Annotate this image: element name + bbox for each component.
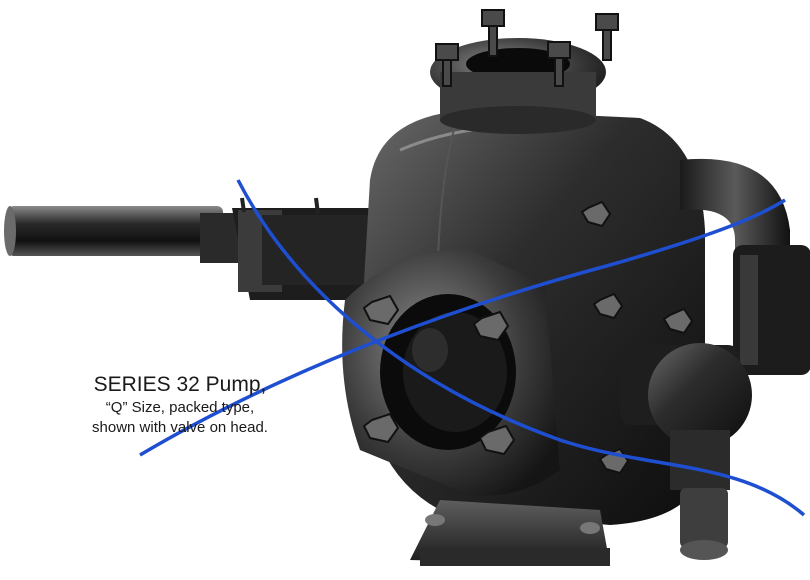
strike-lines [139,179,806,517]
flange-bolts [362,200,694,475]
caption-line-1: “Q” Size, packed type, [105,399,255,416]
top-bolts [435,9,619,87]
drive-shaft [4,206,250,263]
packing-bracket [232,197,392,300]
caption-title: SERIES 32 Pump, [93,373,267,396]
strike-line-1 [236,179,806,517]
relief-valve [620,343,752,560]
figure-caption: SERIES 32 Pump, “Q” Size, packed type, s… [30,372,330,438]
strike-line-2 [139,198,786,457]
pump-foot [410,500,610,566]
inlet-flange [342,249,560,496]
elbow-pipe [680,158,810,375]
top-flange [430,38,606,134]
caption-line-2: shown with valve on head. [92,419,268,436]
